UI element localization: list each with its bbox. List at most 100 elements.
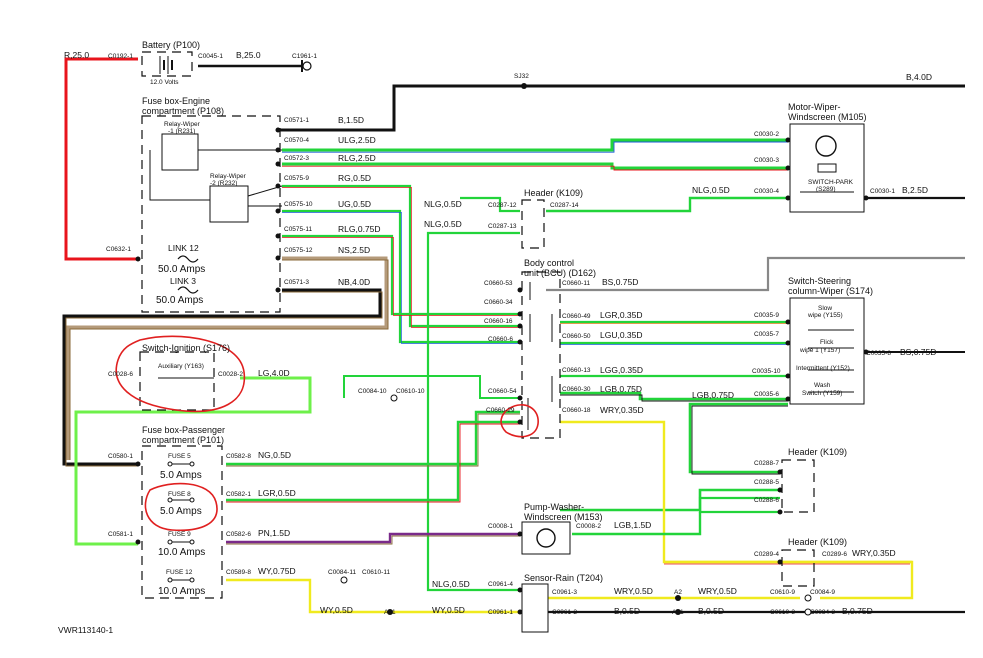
wire-nlg05-down: [426, 231, 520, 592]
connector-label: C0582-1: [226, 491, 251, 498]
wire-ns25: [66, 256, 388, 460]
wire-label: LGB,0.75D: [692, 390, 734, 400]
connector-label: C0660-6: [488, 336, 513, 343]
wire-lg4: [74, 376, 312, 546]
connector-label: C0610-9: [770, 589, 795, 596]
wire-lgb075-down: [688, 402, 788, 474]
wire-r25: [64, 57, 138, 261]
link12-label: LINK 12: [168, 243, 199, 253]
flick-wipe-label-2: wipe 1 (Y157): [799, 347, 840, 354]
connector-label: C0287-14: [550, 202, 579, 209]
wire-label: UG,0.5D: [338, 199, 371, 209]
connector-label: C0961-3: [552, 589, 577, 596]
wire-label: NLG,0.5D: [424, 219, 462, 229]
wire-label: WY,0.75D: [258, 566, 296, 576]
connector-label: C0575-9: [284, 175, 309, 182]
connector-label: C0084-10: [358, 388, 387, 395]
connector-label: C0028-2: [218, 371, 243, 378]
wire-label: RLG,2.5D: [338, 153, 376, 163]
splice-points: [135, 83, 869, 616]
symbols: [149, 56, 854, 583]
connector-label: C0660-50: [562, 333, 591, 340]
wire-label: WRY,0.35D: [852, 548, 896, 558]
connector-label: C0035-6: [754, 391, 779, 398]
connector-label: C0028-6: [108, 371, 133, 378]
battery-box: [141, 51, 193, 77]
fuse5-label: FUSE 5: [168, 453, 191, 460]
wire-label: ULG,2.5D: [338, 135, 376, 145]
fuse8-amps: 5.0 Amps: [160, 506, 202, 517]
fusebox-pass-box: [141, 445, 223, 599]
bcu-box: [521, 271, 561, 439]
connector-label: C0288-5: [754, 479, 779, 486]
connector-label: C0035-7: [754, 331, 779, 338]
connector-label: C0287-13: [488, 223, 517, 230]
connector-label: C0035-8: [866, 350, 891, 357]
wire-label: B,25.0: [236, 50, 261, 60]
wire-c0084-10: [343, 375, 520, 399]
wire-label: B,2.5D: [902, 185, 928, 195]
connector-label: C1961-1: [292, 53, 317, 60]
relay2-label-2: -2 (R232): [210, 180, 237, 187]
motor-label: Motor-Wiper-: [788, 102, 841, 112]
intermittent-label: Intermittent (Y152): [796, 365, 850, 372]
link3-amps: 50.0 Amps: [156, 295, 203, 306]
wire-lgb075: [560, 391, 788, 401]
connector-label: C0084-11: [328, 569, 356, 576]
wire-rg05: [282, 184, 520, 328]
fuse5-amps: 5.0 Amps: [160, 470, 202, 481]
wire-bs075: [546, 256, 965, 292]
connector-label: C0961-2: [552, 609, 577, 616]
annotation-ignition: [115, 335, 246, 413]
wire-label: RG,0.5D: [338, 173, 371, 183]
wire-pn15: [226, 532, 520, 544]
ignition-label: Switch-Ignition (S176): [142, 343, 230, 353]
relay1-box: [161, 133, 199, 171]
connector-label: C0582-8: [226, 453, 251, 460]
slow-wipe-label-2: wipe (Y155): [807, 312, 843, 319]
wire-label: B,0.5D: [698, 606, 724, 616]
fuse9-label: FUSE 9: [168, 531, 191, 538]
battery-label: Battery (P100): [142, 40, 200, 50]
connector-label: C0572-3: [284, 155, 309, 162]
wire-lgb15: [572, 512, 702, 536]
rain-sensor-box: [521, 583, 549, 633]
header-top-label: Header (K109): [524, 188, 583, 198]
wire-label: LGR,0.5D: [258, 488, 296, 498]
connector-label: C0580-1: [108, 453, 133, 460]
wire-label: BS,0.75D: [602, 277, 638, 287]
wire-label: WY,0.5D: [432, 605, 465, 615]
relay2-box: [209, 185, 249, 223]
pump-icon: [536, 528, 556, 548]
fuse12-label: FUSE 12: [166, 569, 193, 576]
wire-label: LG,4.0D: [258, 368, 290, 378]
header-mid-box: [781, 459, 815, 513]
wires: [62, 57, 965, 614]
connector-label: C0035-10: [752, 368, 781, 375]
connector-label: C0030-4: [754, 188, 779, 195]
relay2-label: Relay-Wiper: [210, 173, 247, 180]
wire-label: LGR,0.35D: [600, 310, 643, 320]
fuse9-amps: 10.0 Amps: [158, 547, 205, 558]
wash-label: Wash: [814, 382, 831, 389]
rain-sensor-label: Sensor-Rain (T204): [524, 573, 603, 583]
connector-label: C0660-13: [562, 367, 591, 374]
wire-label: B,1.5D: [338, 115, 364, 125]
wire-b4: [280, 84, 965, 132]
connector-label: C0084-3: [810, 609, 835, 616]
wire-label: BS,0.75D: [900, 347, 936, 357]
wire-label: R,25.0: [64, 50, 89, 60]
wire-ulg25: [282, 138, 788, 152]
wire-label: LGB,1.5D: [614, 520, 651, 530]
connector-label: C0961-1: [488, 609, 513, 616]
fusebox-engine-label-2: compartment (P108): [142, 106, 224, 116]
connector-label: C0008-2: [576, 523, 601, 530]
switch-park-label: SWITCH-PARK: [808, 179, 854, 186]
connector-label: C0632-1: [106, 246, 131, 253]
link3-fuse-icon: [177, 286, 199, 294]
connector-label: C0030-2: [754, 131, 779, 138]
wire-label: B,0.75D: [842, 606, 873, 616]
header-mid-label: Header (K109): [788, 447, 847, 457]
stalk-label: Switch-Steering: [788, 276, 851, 286]
